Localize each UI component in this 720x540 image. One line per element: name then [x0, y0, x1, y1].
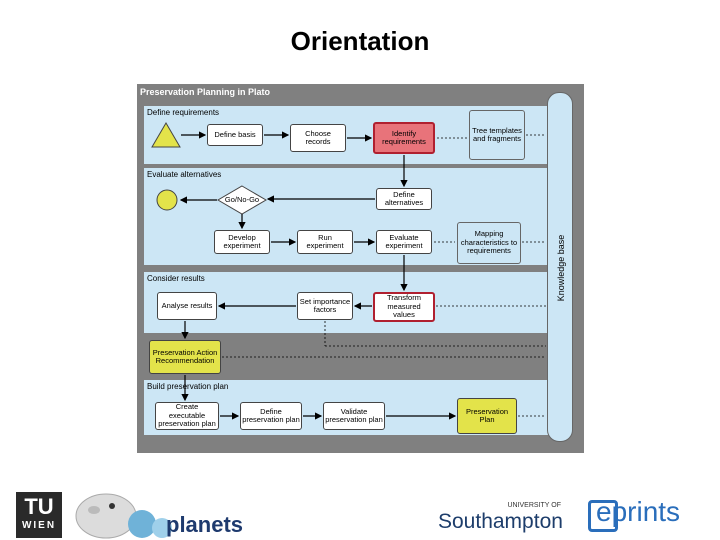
page-title: Orientation: [290, 26, 430, 56]
box-choose-records: Choose records: [290, 124, 346, 152]
box-evaluate-experiment: Evaluate experiment: [376, 230, 432, 254]
box-mapping-characteristics: Mapping characteristics to requirements: [457, 222, 521, 264]
southampton-text: Southampton: [438, 510, 563, 533]
box-preservation-plan: Preservation Plan: [457, 398, 517, 434]
eprints-icon: [588, 500, 618, 532]
diagram-title: Preservation Planning in Plato: [140, 87, 271, 97]
box-define-basis: Define basis: [207, 124, 263, 146]
box-define-preservation-plan: Define preservation plan: [240, 402, 302, 430]
tu-logo-text: TU: [24, 494, 54, 519]
tu-wien-logo: TU WIEN: [16, 492, 62, 538]
box-tree-templates: Tree templates and fragments: [469, 110, 525, 160]
box-run-experiment: Run experiment: [297, 230, 353, 254]
box-validate-preservation-plan: Validate preservation plan: [323, 402, 385, 430]
box-set-importance-factors: Set importance factors: [297, 292, 353, 320]
wien-logo-text: WIEN: [21, 520, 57, 531]
university-of-text: UNIVERSITY OF: [507, 502, 561, 509]
section-label: Consider results: [147, 274, 205, 283]
flow-arrows: [179, 131, 546, 420]
section-label: Build preservation plan: [147, 382, 229, 391]
box-create-executable-plan: Create executable preservation plan: [155, 402, 219, 430]
go-no-go-label: Go/No-Go: [224, 194, 260, 204]
section-label: Define requirements: [147, 108, 220, 117]
knowledge-base: Knowledge base: [547, 92, 573, 442]
end-circle-icon: [156, 189, 178, 211]
box-identify-requirements: Identify requirements: [373, 122, 435, 154]
eprints-text: eprints: [596, 496, 681, 527]
eprints-logo: eprints: [588, 496, 698, 538]
planets-logo-text: planets: [166, 512, 244, 537]
box-define-alternatives: Define alternatives: [376, 188, 432, 210]
start-triangle-icon: [151, 122, 181, 148]
section-label: Evaluate alternatives: [147, 170, 222, 179]
workflow-diagram: Preservation Planning in Plato Define re…: [137, 84, 584, 453]
box-transform-measured-values: Transform measured values: [373, 292, 435, 322]
box-develop-experiment: Develop experiment: [214, 230, 270, 254]
planets-logo: [75, 493, 172, 539]
box-preservation-action-recommendation: Preservation Action Recommendation: [149, 340, 221, 374]
box-analyse-results: Analyse results: [157, 292, 217, 320]
southampton-logo: UNIVERSITY OF Southampton: [438, 502, 563, 538]
